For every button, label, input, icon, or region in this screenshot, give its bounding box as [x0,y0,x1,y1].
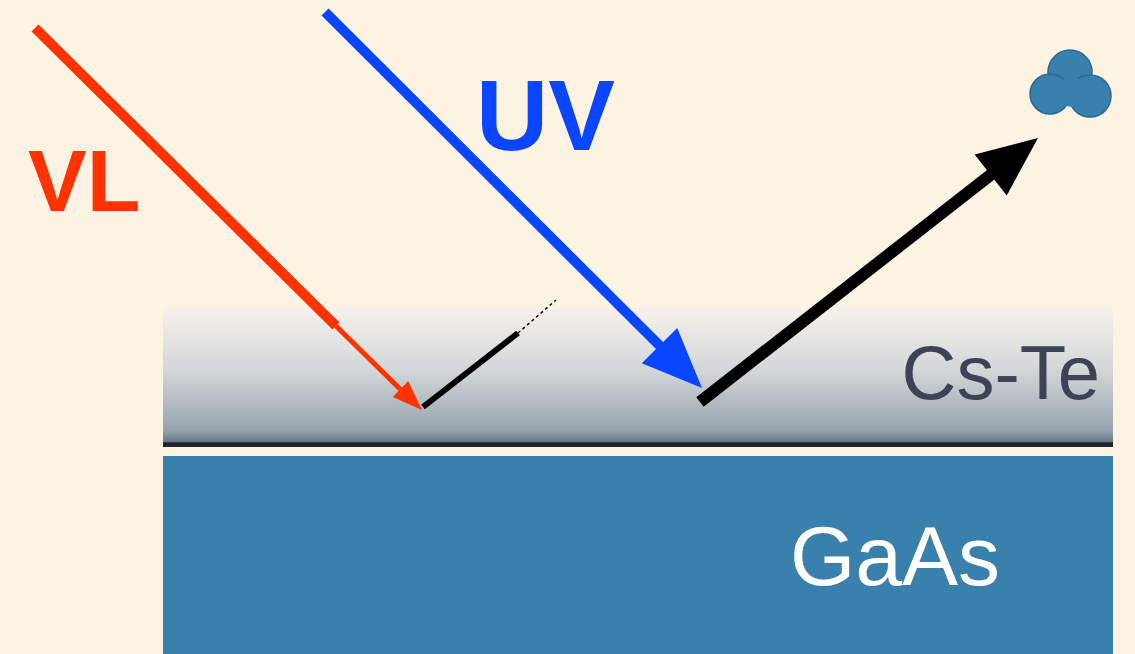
arrow-head [975,138,1038,195]
electron-blob [1030,50,1111,117]
beam-label: UV [476,65,615,165]
beam-label: VL [28,137,140,225]
light-beam [325,12,662,348]
gaas-substrate: GaAs [163,456,1113,654]
layer-name: GaAs [790,514,1113,598]
cs-te-layer: Cs-Te [163,308,1113,447]
layer-name: Cs-Te [163,335,1100,411]
